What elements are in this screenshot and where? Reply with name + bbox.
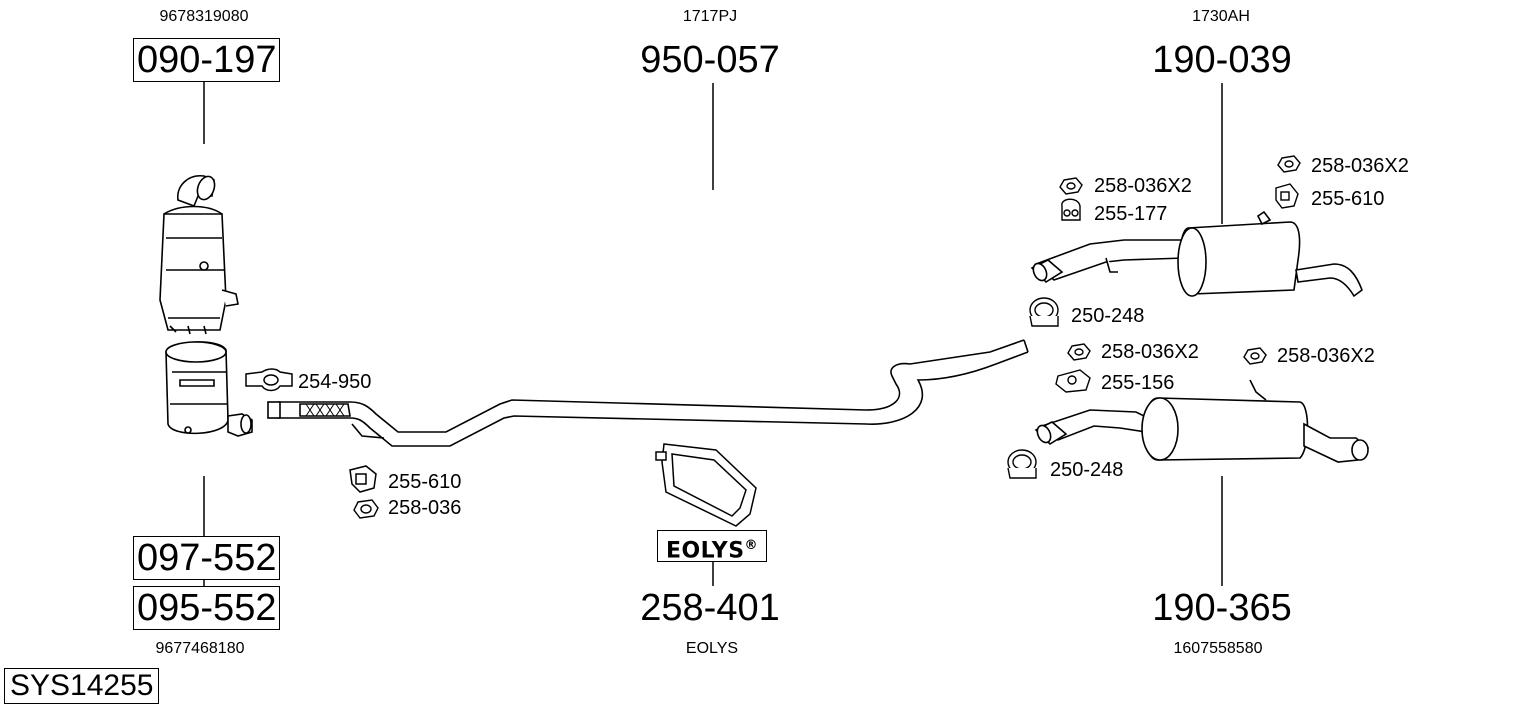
system-code: SYS14255	[4, 668, 160, 704]
part-number-950-057[interactable]: 950-057	[640, 39, 780, 81]
accessory-label-255-156[interactable]: 255-156	[1101, 372, 1175, 394]
bracket-rt-upper-right-shape	[1275, 183, 1299, 209]
accessory-label-258-036x2-rt-upper-right[interactable]: 258-036X2	[1311, 155, 1409, 177]
nut-rt-upper-right-shape	[1277, 155, 1301, 173]
oe-number-left-bottom: 9677468180	[155, 640, 245, 657]
part-number-190-365[interactable]: 190-365	[1152, 587, 1292, 629]
oe-number-center-top: 1717PJ	[682, 8, 738, 25]
eolys-logo-text: EOLYS	[665, 538, 745, 564]
accessory-label-250-248-upper[interactable]: 250-248	[1071, 305, 1145, 327]
oe-number-left-top: 9678319080	[159, 8, 249, 25]
nut-258-036-shape	[353, 499, 379, 519]
accessory-label-255-177[interactable]: 255-177	[1094, 203, 1168, 225]
eolys-logo: EOLYS®	[657, 530, 767, 564]
clamp-250-248-lower-shape	[1007, 449, 1037, 479]
accessory-label-258-036x2-rb-right[interactable]: 258-036X2	[1277, 345, 1375, 367]
dpf-upper-part	[159, 175, 239, 335]
nut-rb-right-shape	[1243, 347, 1267, 365]
rear-silencer-upper-part	[1030, 210, 1363, 298]
accessory-label-255-610-front[interactable]: 255-610	[388, 471, 462, 493]
clamp-250-248-upper-shape	[1029, 297, 1059, 327]
mount-255-177-shape	[1061, 198, 1081, 221]
accessory-label-254-950[interactable]: 254-950	[298, 371, 372, 393]
nut-rb-left-shape	[1067, 343, 1091, 361]
part-number-097-552[interactable]: 097-552	[133, 536, 281, 580]
accessory-label-255-610-rear[interactable]: 255-610	[1311, 188, 1385, 210]
oe-number-right-top: 1730AH	[1192, 8, 1250, 25]
accessory-label-258-036x2-rt-upper-left[interactable]: 258-036X2	[1094, 175, 1192, 197]
oe-number-right-bottom: 1607558580	[1173, 640, 1263, 657]
nut-rt-upper-left-shape	[1059, 177, 1083, 195]
oe-number-center-bottom: EOLYS	[685, 640, 739, 657]
dpf-lower-part	[165, 341, 253, 437]
main-pipe-part	[267, 339, 1029, 447]
accessory-label-258-036[interactable]: 258-036	[388, 497, 462, 519]
part-number-190-039[interactable]: 190-039	[1152, 39, 1292, 81]
eolys-registered-mark: ®	[744, 538, 759, 553]
rear-silencer-lower-part	[1034, 379, 1370, 463]
clamp-254-950-shape	[245, 368, 293, 392]
bracket-255-610-shape	[349, 465, 377, 493]
accessory-label-250-248-lower[interactable]: 250-248	[1050, 459, 1124, 481]
part-number-090-197[interactable]: 090-197	[133, 38, 281, 82]
mount-rb-left-shape	[1055, 369, 1091, 393]
part-number-258-401[interactable]: 258-401	[640, 587, 780, 629]
part-number-095-552[interactable]: 095-552	[133, 586, 281, 630]
accessory-label-258-036x2-rb-left[interactable]: 258-036X2	[1101, 341, 1199, 363]
eolys-bag-shape	[655, 443, 757, 527]
